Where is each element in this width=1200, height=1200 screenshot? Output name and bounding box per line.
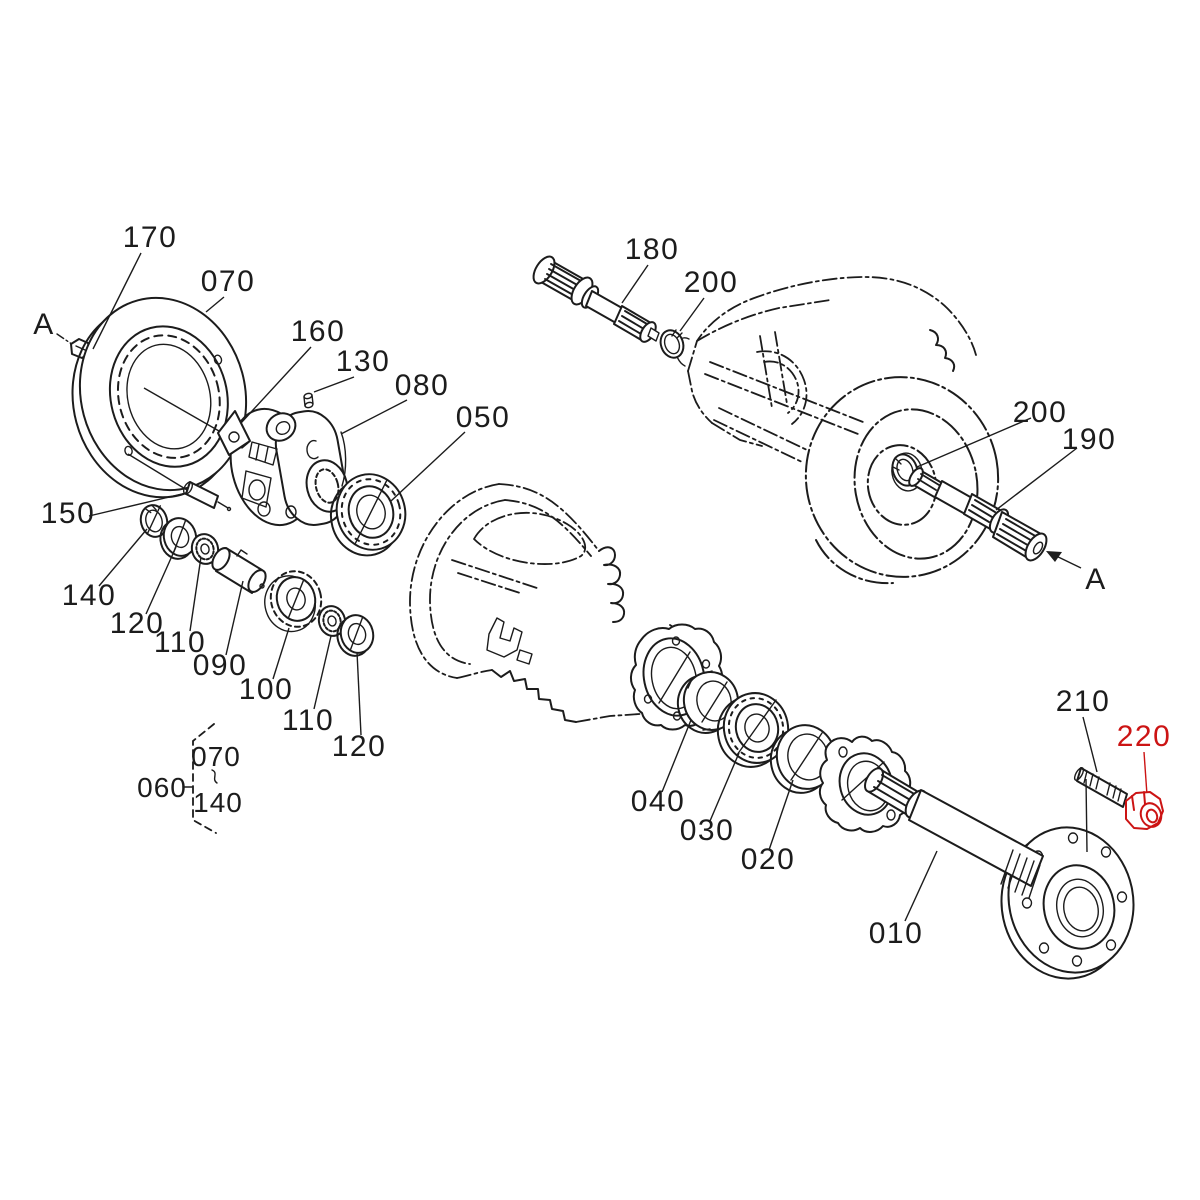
callout-190[interactable]: 190 [1062, 423, 1117, 456]
callout-110-left[interactable]: 110 [154, 626, 206, 659]
part-needle-bearing-110-left [190, 533, 220, 565]
callout-120-right[interactable]: 120 [332, 730, 387, 763]
phantom-transmission-case [674, 276, 977, 463]
group-bracket-060: 060 070 140 [137, 723, 243, 834]
callout-150[interactable]: 150 [41, 497, 96, 530]
part-washer-120-left [159, 517, 198, 560]
callout-010[interactable]: 010 [869, 917, 924, 950]
bracket-range-start[interactable]: 070 [191, 741, 241, 772]
callout-030[interactable]: 030 [680, 814, 735, 847]
leader-130 [313, 376, 355, 393]
callout-160[interactable]: 160 [291, 315, 346, 348]
callout-070[interactable]: 070 [201, 265, 256, 298]
callout-140[interactable]: 140 [62, 579, 117, 612]
callout-200-upper[interactable]: 200 [684, 266, 739, 299]
leader-100 [272, 627, 290, 680]
callout-180[interactable]: 180 [625, 233, 680, 266]
callout-170[interactable]: 170 [123, 221, 178, 254]
part-axle-shaft-190 [908, 467, 1048, 562]
leader-110-right [313, 635, 332, 710]
part-nut-220-highlighted[interactable]: 220 [1117, 720, 1172, 830]
part-ball-bearing-050 [329, 473, 407, 557]
part-differential-case-080 [229, 407, 349, 527]
part-ring-gear-070 [71, 296, 248, 499]
leader-070 [205, 296, 225, 313]
leader-220 [1143, 751, 1148, 796]
callout-210[interactable]: 210 [1056, 685, 1111, 718]
part-lock-plate-160 [217, 410, 251, 456]
part-pinion-shaft-090 [211, 547, 267, 594]
part-washer-120-right [336, 614, 375, 657]
callout-100[interactable]: 100 [239, 673, 294, 706]
part-snap-ring-140 [139, 504, 169, 538]
leader-010 [904, 850, 938, 922]
leader-lines [88, 252, 1098, 922]
leader-090 [225, 580, 244, 656]
leader-110-left [189, 556, 202, 632]
leader-120-left [145, 546, 177, 615]
part-input-shaft-180 [532, 255, 660, 343]
callout-120-left[interactable]: 120 [110, 607, 165, 640]
leader-080 [340, 399, 408, 435]
leader-030 [709, 752, 740, 822]
part-rear-axle-shaft-010 [864, 767, 1135, 980]
bracket-range-end[interactable]: 140 [193, 787, 243, 818]
phantom-axle-housing [409, 483, 691, 723]
callout-110-right[interactable]: 110 [282, 704, 334, 737]
part-stud-210 [1073, 767, 1128, 808]
leader-140 [98, 528, 148, 587]
leader-200-upper [679, 297, 705, 332]
callout-020[interactable]: 020 [741, 843, 796, 876]
part-pinion-gear-100 [264, 570, 323, 633]
alignment-line-160 [143, 387, 220, 432]
callout-labels: 170 070 A 160 130 080 050 150 140 120 11… [33, 221, 1117, 950]
section-marker-a-left[interactable]: A [33, 308, 55, 341]
callout-080[interactable]: 080 [395, 369, 450, 402]
section-marker-a-right[interactable]: A [1085, 563, 1107, 596]
callout-200-lower[interactable]: 200 [1013, 396, 1068, 429]
callout-050[interactable]: 050 [456, 401, 511, 434]
section-arrow-a-right [1046, 551, 1082, 569]
callout-130[interactable]: 130 [336, 345, 391, 378]
bracket-label-060[interactable]: 060 [137, 772, 187, 803]
leader-170 [92, 252, 142, 350]
leader-020 [768, 779, 794, 851]
leader-200-lower [916, 417, 1032, 468]
part-snap-ring-200-upper [659, 329, 685, 359]
part-tapered-bearing-030 [716, 692, 790, 768]
leader-160 [240, 346, 312, 424]
leader-180 [621, 264, 649, 304]
alignment-line-150 [127, 453, 188, 491]
part-spring-pin-130 [303, 392, 314, 409]
leader-050 [390, 431, 466, 502]
leader-040 [661, 719, 692, 793]
callout-220: 220 [1117, 720, 1172, 753]
leader-210 [1082, 716, 1098, 853]
leader-150 [88, 492, 187, 517]
callout-040[interactable]: 040 [631, 785, 686, 818]
callout-090[interactable]: 090 [193, 649, 248, 682]
leader-190 [995, 447, 1078, 511]
part-pin-150 [182, 481, 232, 512]
leader-120-right [356, 651, 362, 736]
